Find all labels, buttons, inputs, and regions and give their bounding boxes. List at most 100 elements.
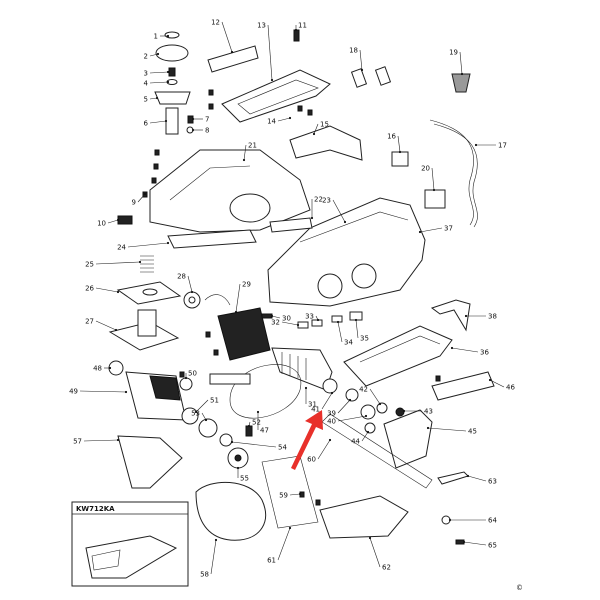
part-label-36: 36 [480, 349, 489, 357]
leader-49 [79, 390, 127, 393]
leader-dot-15 [312, 132, 316, 136]
part-label-60: 60 [307, 456, 316, 464]
leader-58 [210, 539, 217, 575]
leader-39 [337, 399, 351, 414]
leader-5 [149, 97, 158, 100]
part-label-6: 6 [144, 120, 149, 128]
part-60-shape [321, 413, 433, 489]
part-label-48: 48 [93, 365, 102, 373]
part-label-34: 34 [344, 339, 353, 347]
leader-dot-18 [360, 68, 364, 72]
part-51-shape [181, 407, 199, 425]
leader-15 [313, 123, 319, 135]
leader-40 [337, 415, 367, 422]
leader-54 [231, 441, 277, 448]
part-label-59: 59 [279, 492, 288, 500]
leader-dot-13 [270, 78, 274, 82]
leader-dot-60 [328, 438, 332, 442]
part-label-32: 32 [271, 319, 280, 327]
leader-dot-43 [402, 409, 406, 413]
part-label-37: 37 [444, 225, 453, 233]
part-label-15: 15 [320, 121, 329, 129]
part-13-shape [221, 69, 331, 123]
part-39-shape [345, 388, 359, 402]
leader-dot-46 [488, 378, 492, 382]
part-label-51: 51 [210, 397, 219, 405]
leader-dot-62 [368, 536, 372, 540]
part-body-wheel-a [317, 273, 343, 299]
leader-dot-40 [364, 414, 368, 418]
part-label-49: 49 [69, 388, 78, 396]
part-3-shape [168, 67, 176, 77]
highlight-arrow-icon [291, 410, 323, 470]
leader-dot-1 [166, 34, 170, 38]
leader-dot-52 [247, 424, 251, 428]
leader-dot-20 [432, 188, 436, 192]
part-label-12: 12 [211, 19, 220, 27]
part-27-column [137, 309, 157, 337]
part-housing-shape [149, 149, 311, 233]
leader-lines [79, 21, 505, 575]
part-label-18: 18 [349, 47, 358, 55]
leader-63 [467, 475, 487, 482]
part-label-45: 45 [468, 428, 477, 436]
part-64-shape [441, 515, 451, 525]
part-label-26: 26 [85, 285, 94, 293]
part-36-shape [343, 325, 453, 387]
leader-9 [137, 193, 146, 203]
part-body-grip [299, 211, 409, 243]
part-label-44: 44 [351, 438, 360, 446]
part-46-shape [431, 371, 495, 401]
leader-dot-30 [270, 314, 274, 318]
leader-dot-65 [462, 540, 466, 544]
leader-65 [463, 541, 487, 546]
leader-4 [149, 81, 169, 84]
part-label-30: 30 [282, 315, 291, 323]
part-61-shape [261, 455, 319, 529]
part-label-42: 42 [359, 386, 368, 394]
leader-dot-44 [366, 430, 370, 434]
part-label-62: 62 [382, 564, 391, 572]
leader-dot-22 [310, 216, 314, 220]
part-36-grille [359, 335, 441, 363]
leader-dot-14 [288, 116, 292, 120]
part-6-shape [165, 107, 179, 135]
part-47-shape [229, 364, 302, 419]
leader-25 [95, 261, 141, 265]
leader-29 [235, 283, 241, 313]
leader-14 [277, 117, 291, 122]
part-19-shape [451, 73, 471, 93]
part-housing-detail [169, 165, 251, 201]
leader-44 [361, 431, 369, 442]
leader-dot-36 [450, 346, 454, 350]
part-16-shape [391, 151, 409, 167]
part-38-shape [430, 299, 471, 332]
part-label-13: 13 [257, 22, 266, 30]
part-31-fan [322, 378, 338, 394]
part-55-hub [234, 454, 242, 462]
part-label-35: 35 [360, 335, 369, 343]
part-58-shape [195, 481, 267, 541]
part-11-shape [293, 29, 300, 42]
part-65-shape [455, 539, 465, 545]
leader-13 [267, 24, 273, 81]
leader-dot-35 [354, 318, 358, 322]
leader-12 [221, 21, 233, 53]
part-25-shape [140, 255, 154, 273]
part-label-11: 11 [298, 22, 307, 30]
part-28-hole [188, 296, 196, 304]
part-56-detail [91, 549, 121, 571]
leader-6 [149, 120, 167, 124]
part-54-shape [219, 433, 233, 447]
part-57-shape [117, 435, 183, 489]
leader-dot-38 [464, 314, 468, 318]
part-label-25: 25 [85, 261, 94, 269]
part-32-shape [297, 321, 309, 329]
part-29-wire [204, 294, 231, 306]
part-label-53: 53 [191, 410, 200, 418]
leader-10 [107, 219, 119, 224]
part-label-54: 54 [278, 444, 287, 452]
leader-dot-16 [398, 150, 402, 154]
leader-42 [369, 388, 381, 405]
